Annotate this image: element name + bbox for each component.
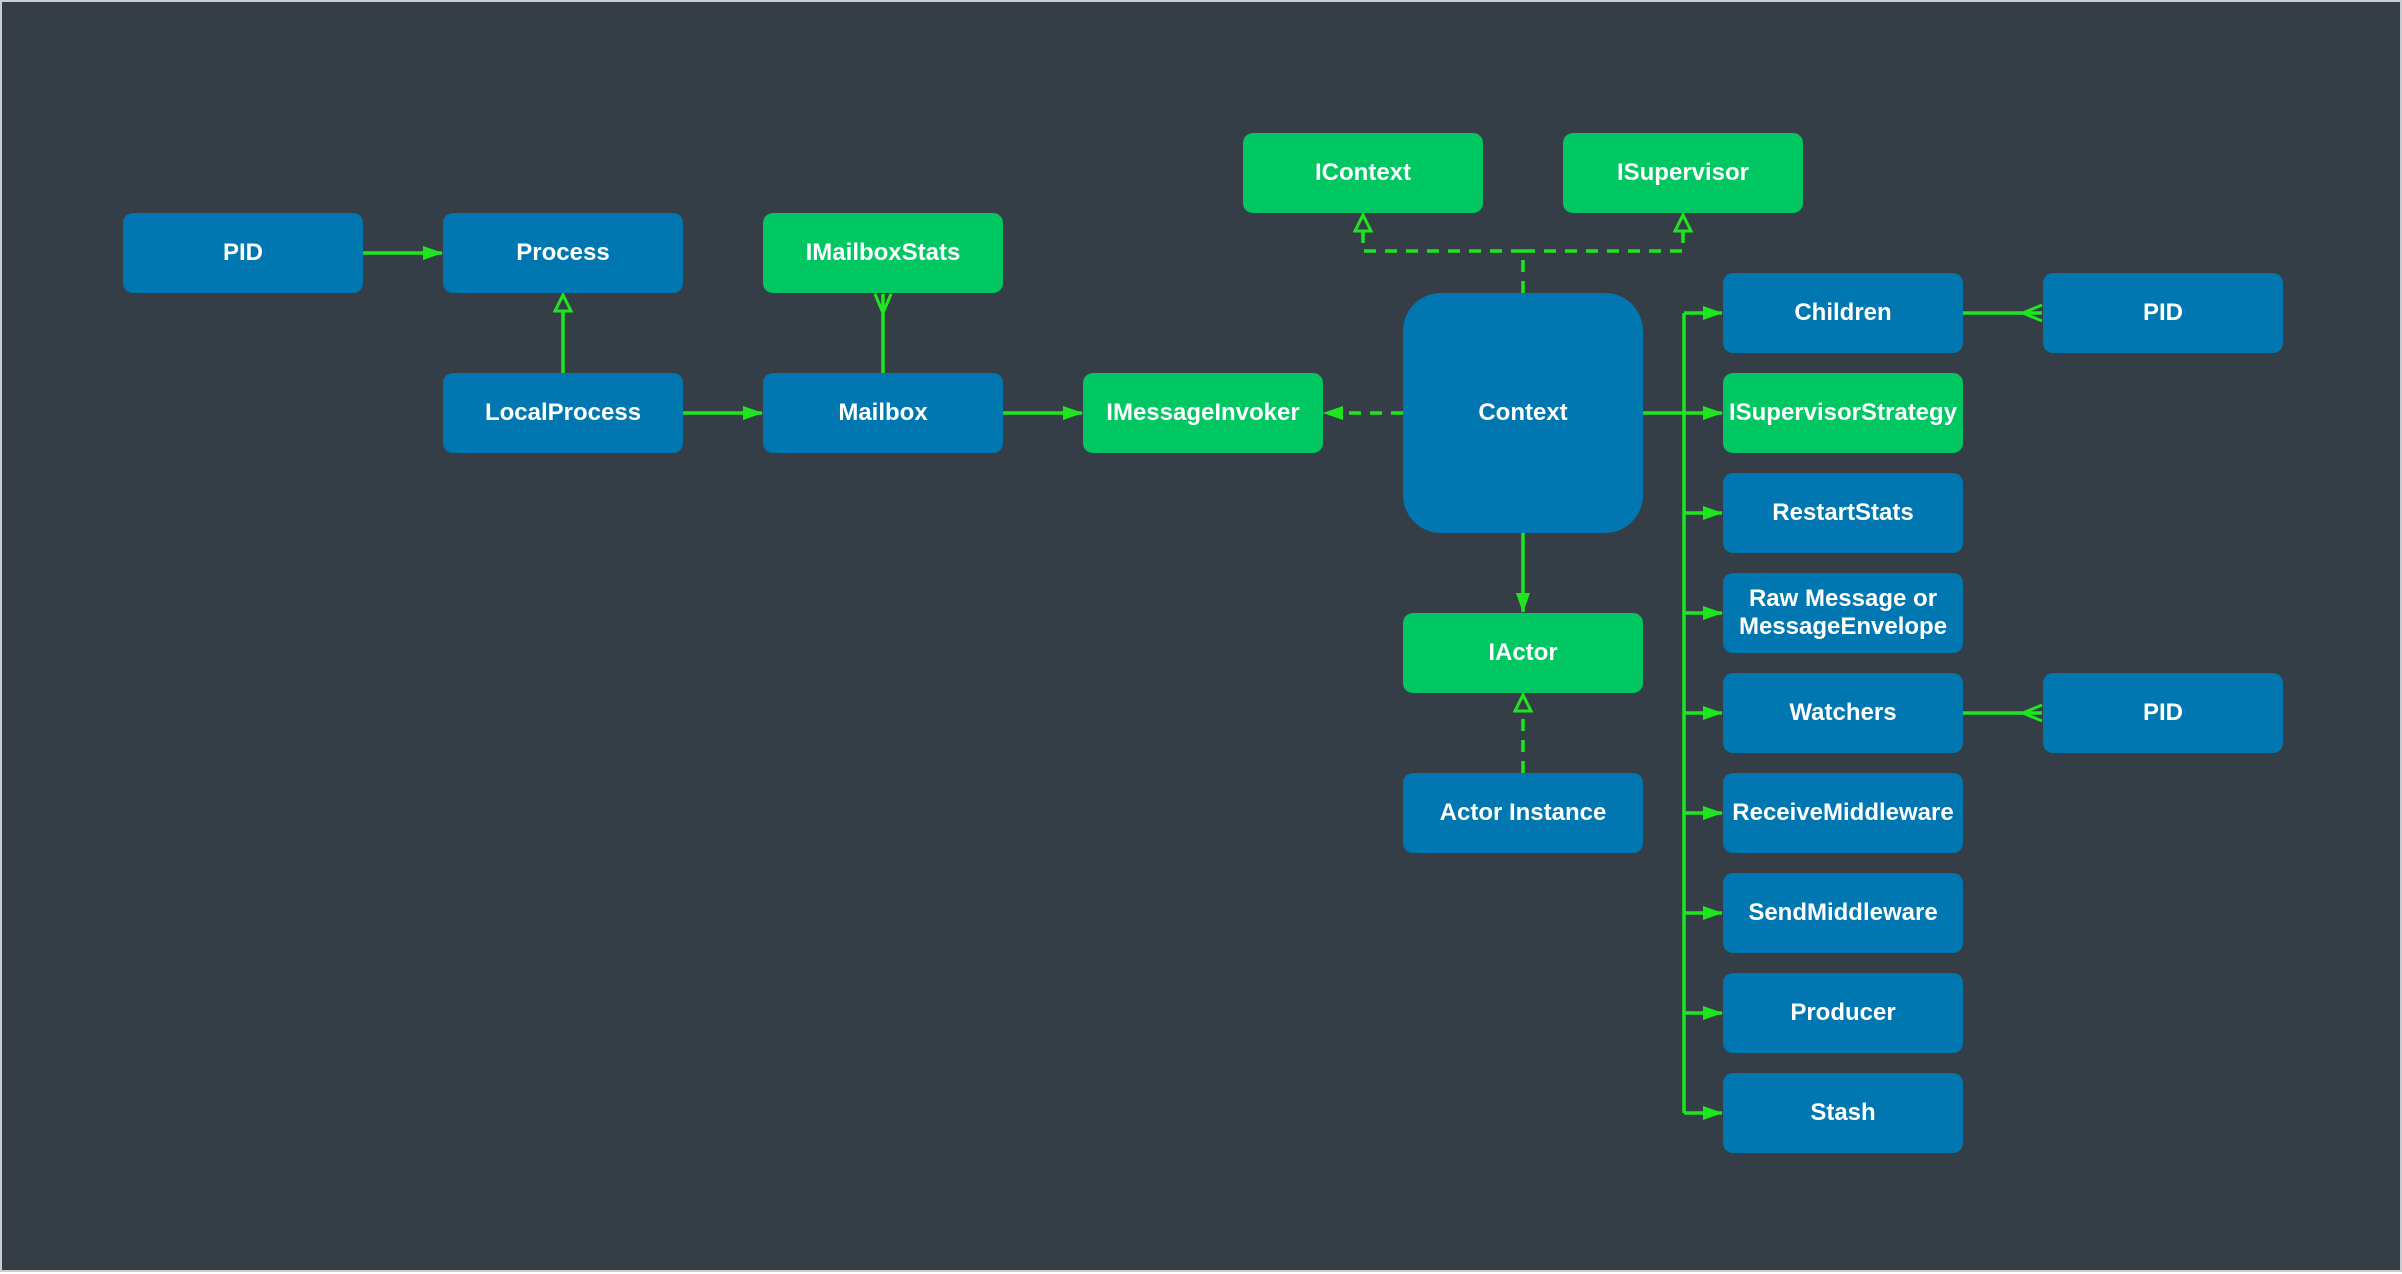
node-producer: Producer [1723,973,1963,1053]
node-watchers: Watchers [1723,673,1963,753]
node-icontext: IContext [1243,133,1483,213]
node-actor-instance: Actor Instance [1403,773,1643,853]
node-context: Context [1403,293,1643,533]
node-process: Process [443,213,683,293]
node-local-process: LocalProcess [443,373,683,453]
node-children: Children [1723,273,1963,353]
node-sendmiddleware: SendMiddleware [1723,873,1963,953]
edge-context-isupervisor [1523,215,1683,253]
node-iactor: IActor [1403,613,1643,693]
node-imessageinvoker: IMessageInvoker [1083,373,1323,453]
node-isupervisor: ISupervisor [1563,133,1803,213]
edge-context-icontext [1363,215,1525,293]
node-stash: Stash [1723,1073,1963,1153]
node-pid-watchers: PID [2043,673,2283,753]
node-imailboxstats: IMailboxStats [763,213,1003,293]
node-isupervisorstrategy: ISupervisorStrategy [1723,373,1963,453]
node-raw-message: Raw Message or MessageEnvelope [1723,573,1963,653]
node-mailbox: Mailbox [763,373,1003,453]
node-pid-children: PID [2043,273,2283,353]
node-pid: PID [123,213,363,293]
node-restartstats: RestartStats [1723,473,1963,553]
node-receivemiddleware: ReceiveMiddleware [1723,773,1963,853]
